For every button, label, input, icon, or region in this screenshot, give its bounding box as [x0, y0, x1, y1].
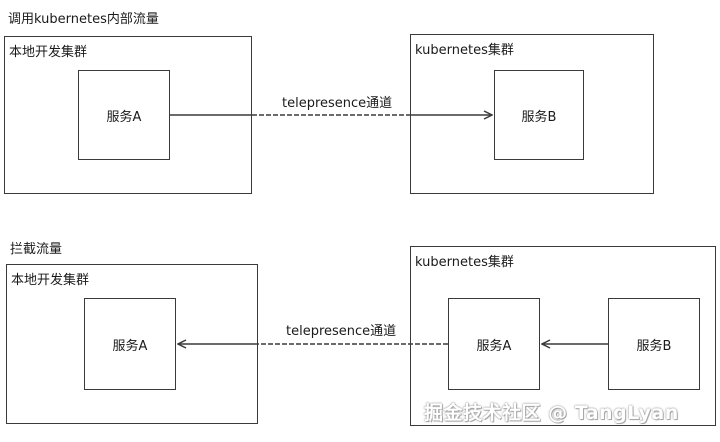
section1-title: 调用kubernetes内部流量 — [8, 12, 159, 27]
local-cluster-label: 本地开发集群 — [9, 45, 88, 60]
service-a-node: 服务A — [78, 70, 170, 160]
tunnel-label: telepresence通道 — [282, 96, 393, 111]
k8s-cluster-box: kubernetes集群 — [410, 34, 654, 194]
watermark-text: 掘金技术社区 @ TangLyan — [424, 402, 679, 424]
tunnel-label: telepresence通道 — [286, 324, 397, 339]
k8s-cluster-label: kubernetes集群 — [415, 43, 514, 58]
k8s-cluster-box: kubernetes集群 — [410, 246, 716, 426]
service-a-node: 服务A — [448, 298, 540, 390]
k8s-cluster-label: kubernetes集群 — [415, 255, 514, 270]
section2-title: 拦截流量 — [10, 242, 63, 257]
service-b-node: 服务B — [494, 70, 584, 160]
service-b-node: 服务B — [608, 298, 700, 390]
service-a-node: 服务A — [84, 298, 176, 390]
local-cluster-label: 本地开发集群 — [11, 273, 90, 288]
